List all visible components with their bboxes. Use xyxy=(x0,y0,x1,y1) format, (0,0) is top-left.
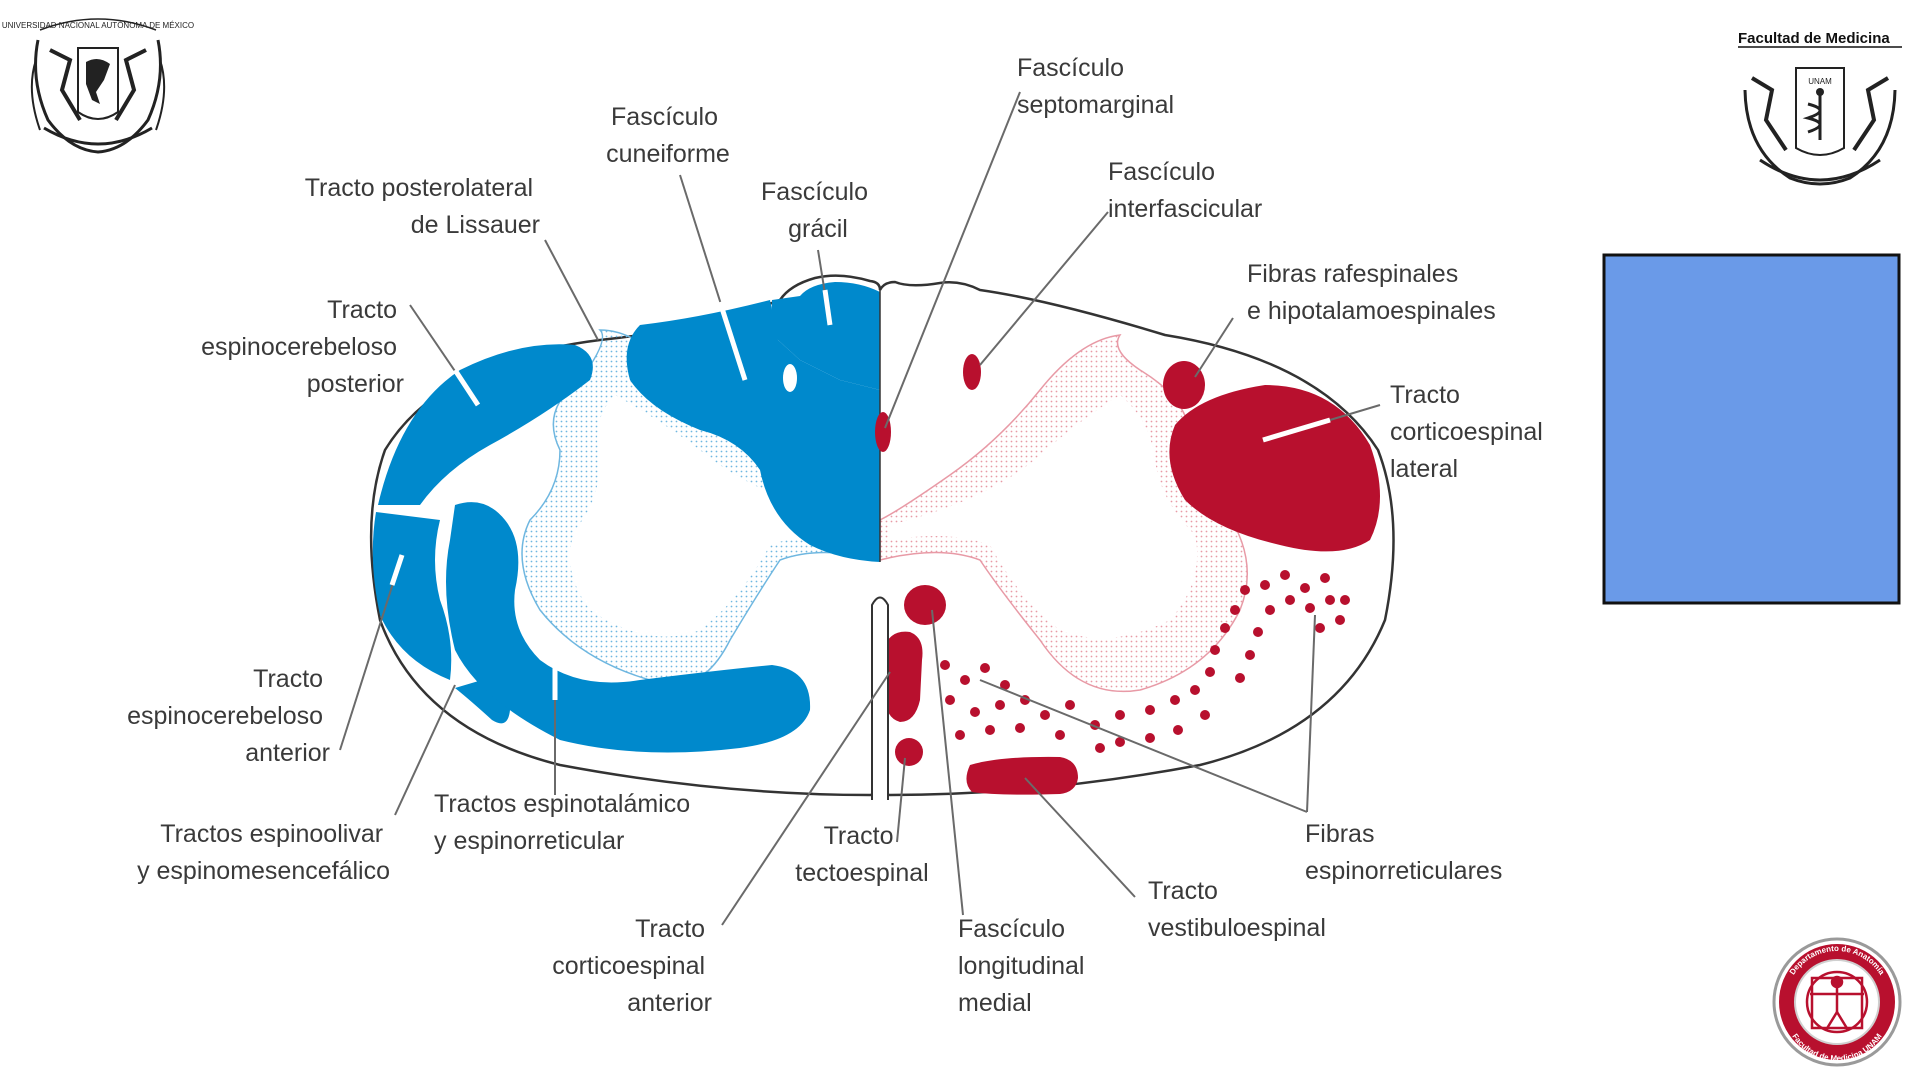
label-corticoespinal-lateral: Tracto corticoespinal lateral xyxy=(1390,381,1550,483)
diagram-labels: Fascículo cuneiforme Tracto posterolater… xyxy=(127,54,1550,1017)
espinorreticulares-fibers xyxy=(940,570,1350,753)
fasciculo-cuneiforme-tract xyxy=(626,300,880,562)
label-vestibuloespinal: Tracto vestibuloespinal xyxy=(1148,877,1326,942)
label-tracto-lissauer: Tracto posterolateral de Lissauer xyxy=(305,174,540,239)
label-corticoespinal-anterior: Tracto corticoespinal anterior xyxy=(552,915,712,1017)
faculty-emblem-text: UNAM xyxy=(1808,77,1832,86)
label-longitudinal-medial: Fascículo longitudinal medial xyxy=(958,915,1091,1017)
label-fasciculo-gracil: Fascículo grácil xyxy=(761,178,875,243)
departamento-anatomia-seal: Departamento de Anatomía Facultad de Med… xyxy=(1772,937,1902,1067)
interfascicular-tract xyxy=(963,354,981,390)
label-tectoespinal: Tracto tectoespinal xyxy=(795,822,928,887)
label-fasciculo-cuneiforme: Fascículo cuneiforme xyxy=(606,103,730,168)
espinotalamico-tract xyxy=(446,502,811,753)
unam-emblem-logo: UNIVERSIDAD NACIONAL AUTÓNOMA DE MÉXICO xyxy=(2,18,194,160)
label-espinocerebeloso-posterior: Tracto espinocerebeloso posterior xyxy=(201,296,404,398)
label-rafespinales: Fibras rafespinales e hipotalamoespinale… xyxy=(1247,260,1496,325)
label-espinorreticulares: Fibras espinorreticulares xyxy=(1305,820,1502,885)
fasciculo-gracil-tract xyxy=(771,282,880,390)
unam-emblem-text: UNIVERSIDAD NACIONAL AUTÓNOMA DE MÉXICO xyxy=(2,21,194,30)
espinocerebeloso-posterior-tract xyxy=(378,344,593,505)
vitruvian-figure-icon xyxy=(1805,970,1869,1034)
corticoespinal-lateral-tract xyxy=(1169,385,1380,552)
label-espinotalamico: Tractos espinotalámico y espinorreticula… xyxy=(434,790,697,855)
corticoespinal-anterior-tract xyxy=(886,631,923,722)
faculty-title: Facultad de Medicina xyxy=(1738,30,1890,47)
leader-lines xyxy=(339,91,1381,926)
longitudinal-medial-tract xyxy=(904,585,946,625)
label-interfascicular: Fascículo interfascicular xyxy=(1108,158,1262,223)
label-espinoolivar: Tractos espinoolivar y espinomesencefáli… xyxy=(137,820,390,885)
label-espinocerebeloso-anterior: Tracto espinocerebeloso anterior xyxy=(127,665,330,767)
rafespinales-tract xyxy=(1163,361,1205,409)
facultad-medicina-logo: Facultad de Medicina UNAM xyxy=(1738,30,1902,186)
blue-placeholder-box xyxy=(1602,253,1901,605)
vestibuloespinal-tract xyxy=(966,756,1078,795)
tectoespinal-tract xyxy=(895,738,923,766)
espinocerebeloso-anterior-tract xyxy=(372,512,452,680)
label-septomarginal: Fascículo septomarginal xyxy=(1017,54,1174,119)
spinal-cord-diagram xyxy=(369,274,1395,800)
